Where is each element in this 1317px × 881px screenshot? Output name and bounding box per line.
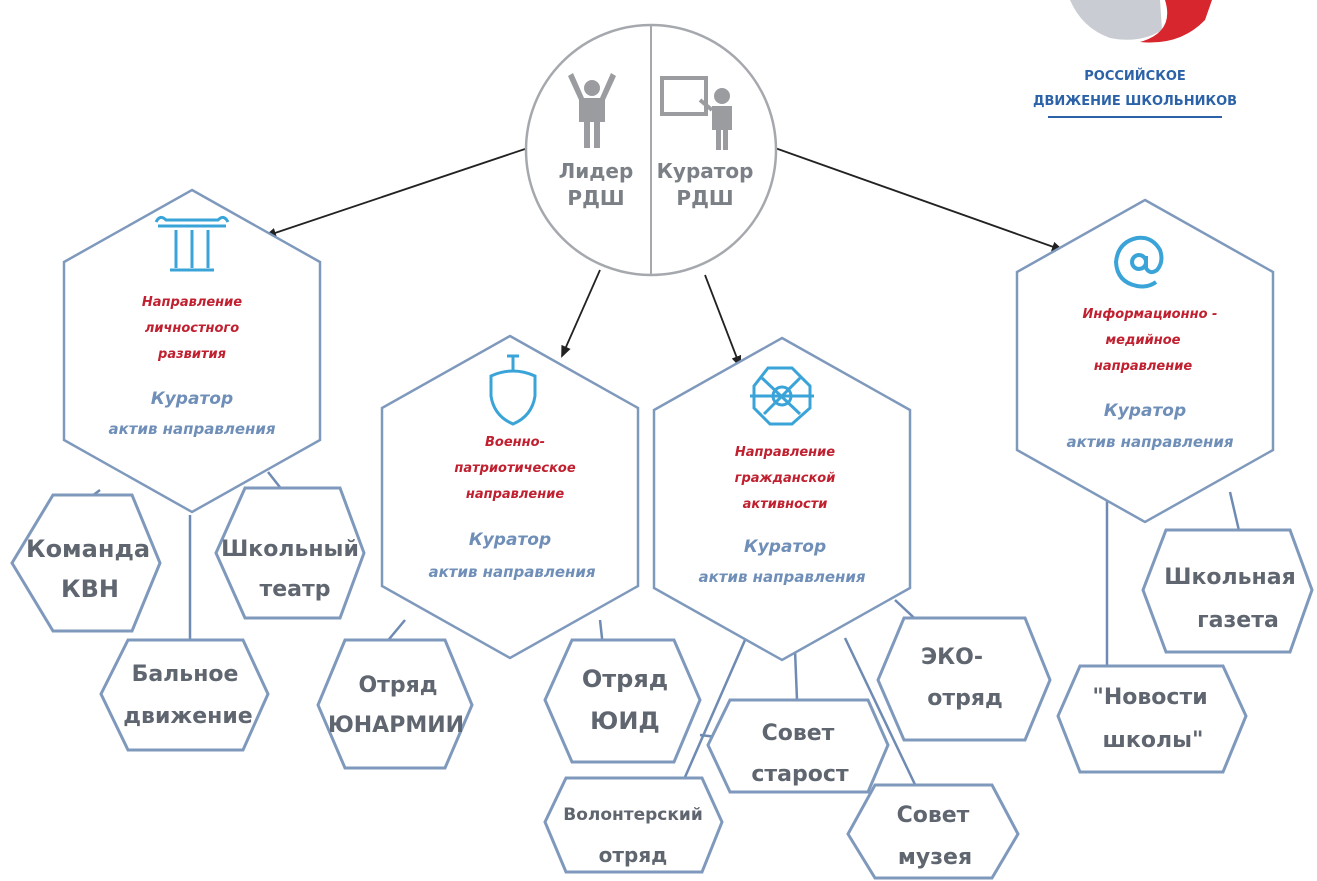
unit-shapes: [10, 486, 1314, 880]
unit-hexagon-volunteer: [543, 776, 724, 874]
unit-news-line1: "Новости: [1092, 685, 1207, 710]
unit-yuid-line2: ЮИД: [590, 707, 660, 735]
leaders-circle: Лидер РДШ Куратор РДШ: [524, 23, 778, 277]
unit-kvn-line2: КВН: [61, 575, 119, 603]
activ-label: актив направления: [428, 563, 595, 581]
curator-label-line2: РДШ: [676, 186, 733, 210]
unit-gazeta-line2: газета: [1197, 608, 1279, 633]
curator-label-line1: Куратор: [657, 159, 754, 183]
direction-title-line2: медийное: [1106, 333, 1181, 348]
direction-title-line1: Военно-: [485, 435, 545, 450]
unit-starost-line2: старост: [751, 762, 849, 787]
column-icon: [154, 215, 230, 272]
direction-title-line2: личностного: [145, 321, 239, 336]
direction-title-line1: Информационно -: [1083, 307, 1218, 322]
unit-hexagon-theatre: [214, 486, 366, 620]
activ-label: актив направления: [108, 420, 275, 438]
direction-title-line1: Направление: [142, 295, 242, 310]
leader-person-icon: [568, 73, 616, 148]
direction-title-line3: направление: [466, 487, 564, 502]
logo-gray-shape: [1070, 0, 1162, 40]
curator-label: Куратор: [469, 530, 551, 550]
direction-title-line3: развития: [157, 347, 226, 362]
unit-hexagon-museum: [846, 783, 1020, 880]
unit-eco-line1: ЭКО-: [921, 645, 983, 670]
curator-label: Куратор: [151, 389, 233, 409]
unit-hexagon-eco: [876, 616, 1052, 742]
curator-label: Куратор: [744, 537, 826, 557]
unit-hexagon-starost: [706, 698, 890, 794]
leader-label-line2: РДШ: [567, 186, 624, 210]
unit-hexagon-kvn: [10, 493, 162, 633]
unit-hexagon-gazeta: [1141, 528, 1314, 654]
unit-volunteer-line2: отряд: [599, 843, 668, 867]
hexagon: [62, 188, 322, 514]
unit-ballroom-line2: движение: [123, 704, 252, 729]
unit-yunarmia-line1: Отряд: [358, 673, 437, 698]
logo-red-shape: [1140, 0, 1212, 43]
unit-labels: Команда КВН Школьный театр Бальное движе…: [26, 535, 1296, 870]
curator-presenter-icon: [660, 76, 732, 150]
unit-theatre-line2: театр: [259, 577, 330, 602]
arrow: [264, 147, 529, 238]
unit-hexagon-ballroom: [99, 638, 270, 752]
unit-museum-line1: Совет: [897, 803, 970, 828]
unit-yuid-line1: Отряд: [582, 665, 668, 693]
unit-ballroom-line1: Бальное: [132, 662, 239, 687]
hexagon: [1015, 198, 1275, 524]
direction-title-line2: гражданской: [735, 471, 836, 486]
connector-line: [1228, 491, 1242, 536]
unit-museum-line2: музея: [898, 845, 972, 870]
direction-title-line3: направление: [1094, 359, 1192, 374]
arrow: [561, 269, 601, 358]
direction-military: Военно- патриотическое направление Курат…: [380, 334, 640, 660]
connector-line: [673, 639, 747, 801]
unit-starost-line1: Совет: [762, 721, 835, 746]
direction-title-line2: патриотическое: [454, 461, 575, 476]
unit-hexagon-yunarmia: [316, 638, 474, 770]
direction-personal: Направление личностного развития Куратор…: [62, 188, 322, 514]
leader-label-line1: Лидер: [559, 159, 634, 183]
unit-volunteer-line1: Волонтерский: [563, 805, 703, 825]
direction-civic: Направление гражданской активности Курат…: [652, 336, 912, 662]
activ-label: актив направления: [698, 568, 865, 586]
connector-line: [843, 637, 922, 796]
connector-line: [793, 649, 799, 701]
unit-yunarmia-line2: ЮНАРМИИ: [328, 713, 464, 738]
unit-gazeta-line1: Школьная: [1164, 565, 1295, 590]
at-icon: [1113, 235, 1164, 289]
unit-kvn-line1: Команда: [26, 535, 150, 563]
arrows: [264, 147, 1064, 368]
hexagon: [652, 336, 912, 662]
arrow: [704, 274, 742, 368]
hexagon: [380, 334, 640, 660]
direction-media: Информационно - медийное направление Кур…: [1015, 198, 1275, 524]
curator-label: Куратор: [1104, 401, 1186, 421]
unit-news-line2: школы": [1103, 728, 1204, 753]
direction-title-line1: Направление: [735, 445, 835, 460]
hands-icon: [750, 366, 814, 426]
rdsh-logo: РОССИЙСКОЕ ДВИЖЕНИЕ ШКОЛЬНИКОВ: [1033, 0, 1237, 118]
logo-line1: РОССИЙСКОЕ: [1084, 68, 1186, 84]
direction-title-line3: активности: [743, 497, 828, 512]
activ-label: актив направления: [1066, 433, 1233, 451]
shield-icon: [489, 354, 537, 426]
unit-theatre-line1: Школьный: [221, 537, 359, 562]
unit-hexagon-news: [1056, 664, 1248, 774]
logo-line2: ДВИЖЕНИЕ ШКОЛЬНИКОВ: [1033, 94, 1237, 109]
unit-eco-line2: отряд: [927, 686, 1003, 711]
unit-hexagon-yuid: [543, 638, 702, 764]
arrow: [774, 147, 1064, 252]
